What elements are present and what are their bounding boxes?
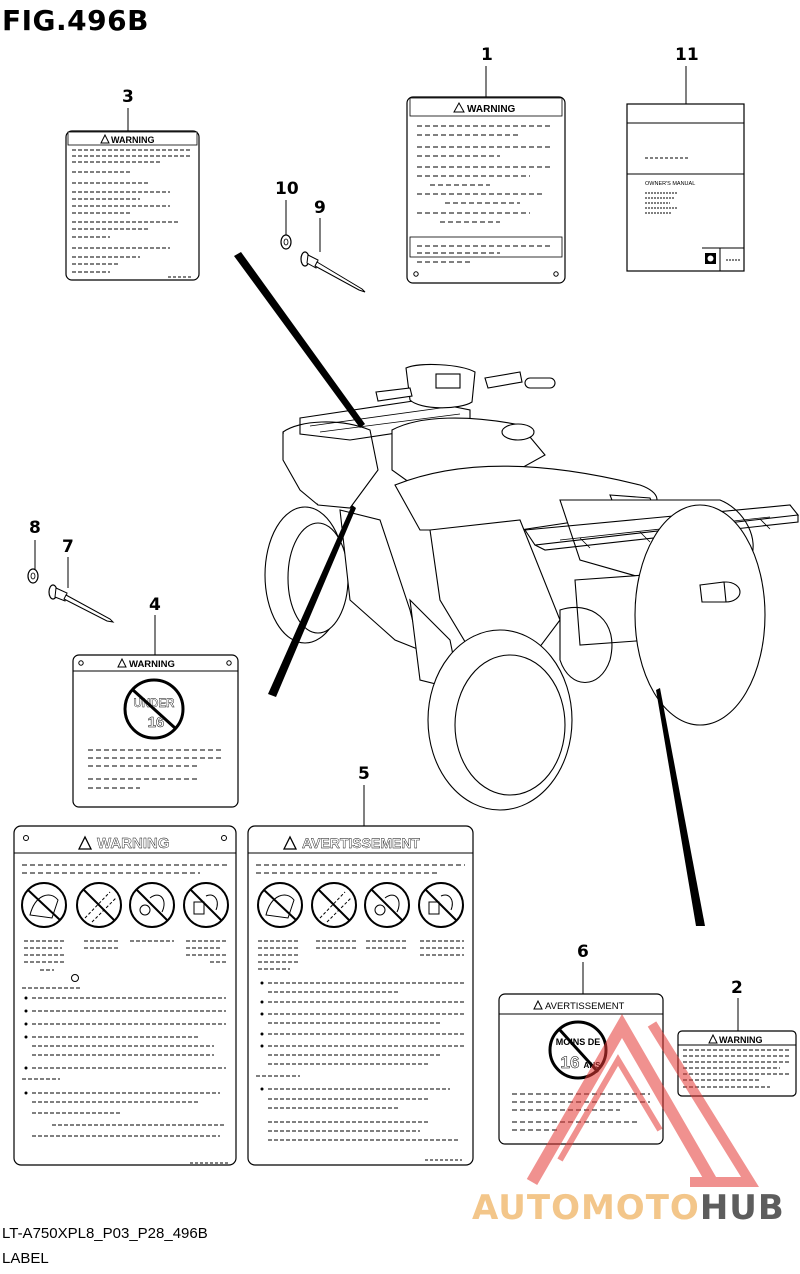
- callout-11: 11: [675, 45, 699, 65]
- callout-4: 4: [149, 595, 161, 615]
- figure-code: LT-A750XPL8_P03_P28_496B: [2, 1225, 208, 1242]
- warning-triangle-icon: [282, 835, 298, 850]
- callout-5: 5: [358, 764, 370, 784]
- svg-text:AVERTISSEMENT: AVERTISSEMENT: [302, 835, 420, 851]
- warning-triangle-icon: [100, 133, 110, 144]
- svg-text:AVERTISSEMENT: AVERTISSEMENT: [545, 1001, 625, 1012]
- label-2-warning: WARNING: [677, 1030, 797, 1097]
- label-warning-large: WARNING: [13, 825, 237, 1166]
- figure-name: LABEL: [2, 1250, 49, 1267]
- atv-illustration: [264, 364, 800, 811]
- svg-text:16: 16: [148, 714, 165, 731]
- watermark-part-2: HUB: [699, 1188, 785, 1228]
- svg-text:WARNING: WARNING: [111, 135, 155, 145]
- callout-8: 8: [29, 518, 41, 538]
- label-1-warning: WARNING: [406, 96, 566, 284]
- watermark-logo-icon: [526, 1013, 759, 1187]
- part-10-washer: [280, 234, 292, 250]
- callout-leaders: [34, 66, 739, 1031]
- watermark-text: AUTOMOTOHUB: [472, 1188, 785, 1228]
- svg-text:WARNING: WARNING: [129, 659, 175, 670]
- leader-line-rear: [656, 688, 705, 926]
- callout-1: 1: [481, 45, 493, 65]
- label-4-warning-under-16: WARNING UNDER 16: [72, 654, 239, 808]
- part-7-rivet: [48, 584, 115, 623]
- callout-10: 10: [275, 179, 299, 199]
- figure-title: FIG.496B: [2, 4, 149, 37]
- callout-3: 3: [122, 87, 134, 107]
- svg-text:MOINS DE: MOINS DE: [556, 1037, 601, 1047]
- callout-2: 2: [731, 978, 743, 998]
- warning-triangle-icon: [77, 835, 93, 850]
- svg-text:WARNING: WARNING: [467, 104, 516, 115]
- watermark-part-1: AUTOMOTO: [472, 1188, 700, 1228]
- owners-manual-title: OWNER'S MANUAL: [645, 181, 695, 187]
- warning-triangle-icon: [117, 657, 127, 668]
- label-5-avertissement: AVERTISSEMENT: [247, 825, 474, 1166]
- callout-7: 7: [62, 537, 74, 557]
- warning-triangle-icon: [708, 1033, 718, 1044]
- label-3-warning: WARNING: [65, 130, 200, 281]
- callout-6: 6: [577, 942, 589, 962]
- svg-text:WARNING: WARNING: [719, 1035, 763, 1045]
- svg-text:16: 16: [561, 1053, 580, 1072]
- warning-triangle-icon: [533, 999, 543, 1010]
- brand-logo-icon: [707, 255, 714, 262]
- owners-manual: OWNER'S MANUAL: [626, 103, 745, 272]
- callout-9: 9: [314, 198, 326, 218]
- part-9-rivet: [300, 251, 366, 293]
- leader-line-left: [268, 505, 356, 697]
- part-8-washer: [27, 568, 39, 584]
- svg-text:WARNING: WARNING: [97, 835, 170, 852]
- leader-line-front: [234, 252, 365, 428]
- warning-triangle-icon: [453, 101, 465, 113]
